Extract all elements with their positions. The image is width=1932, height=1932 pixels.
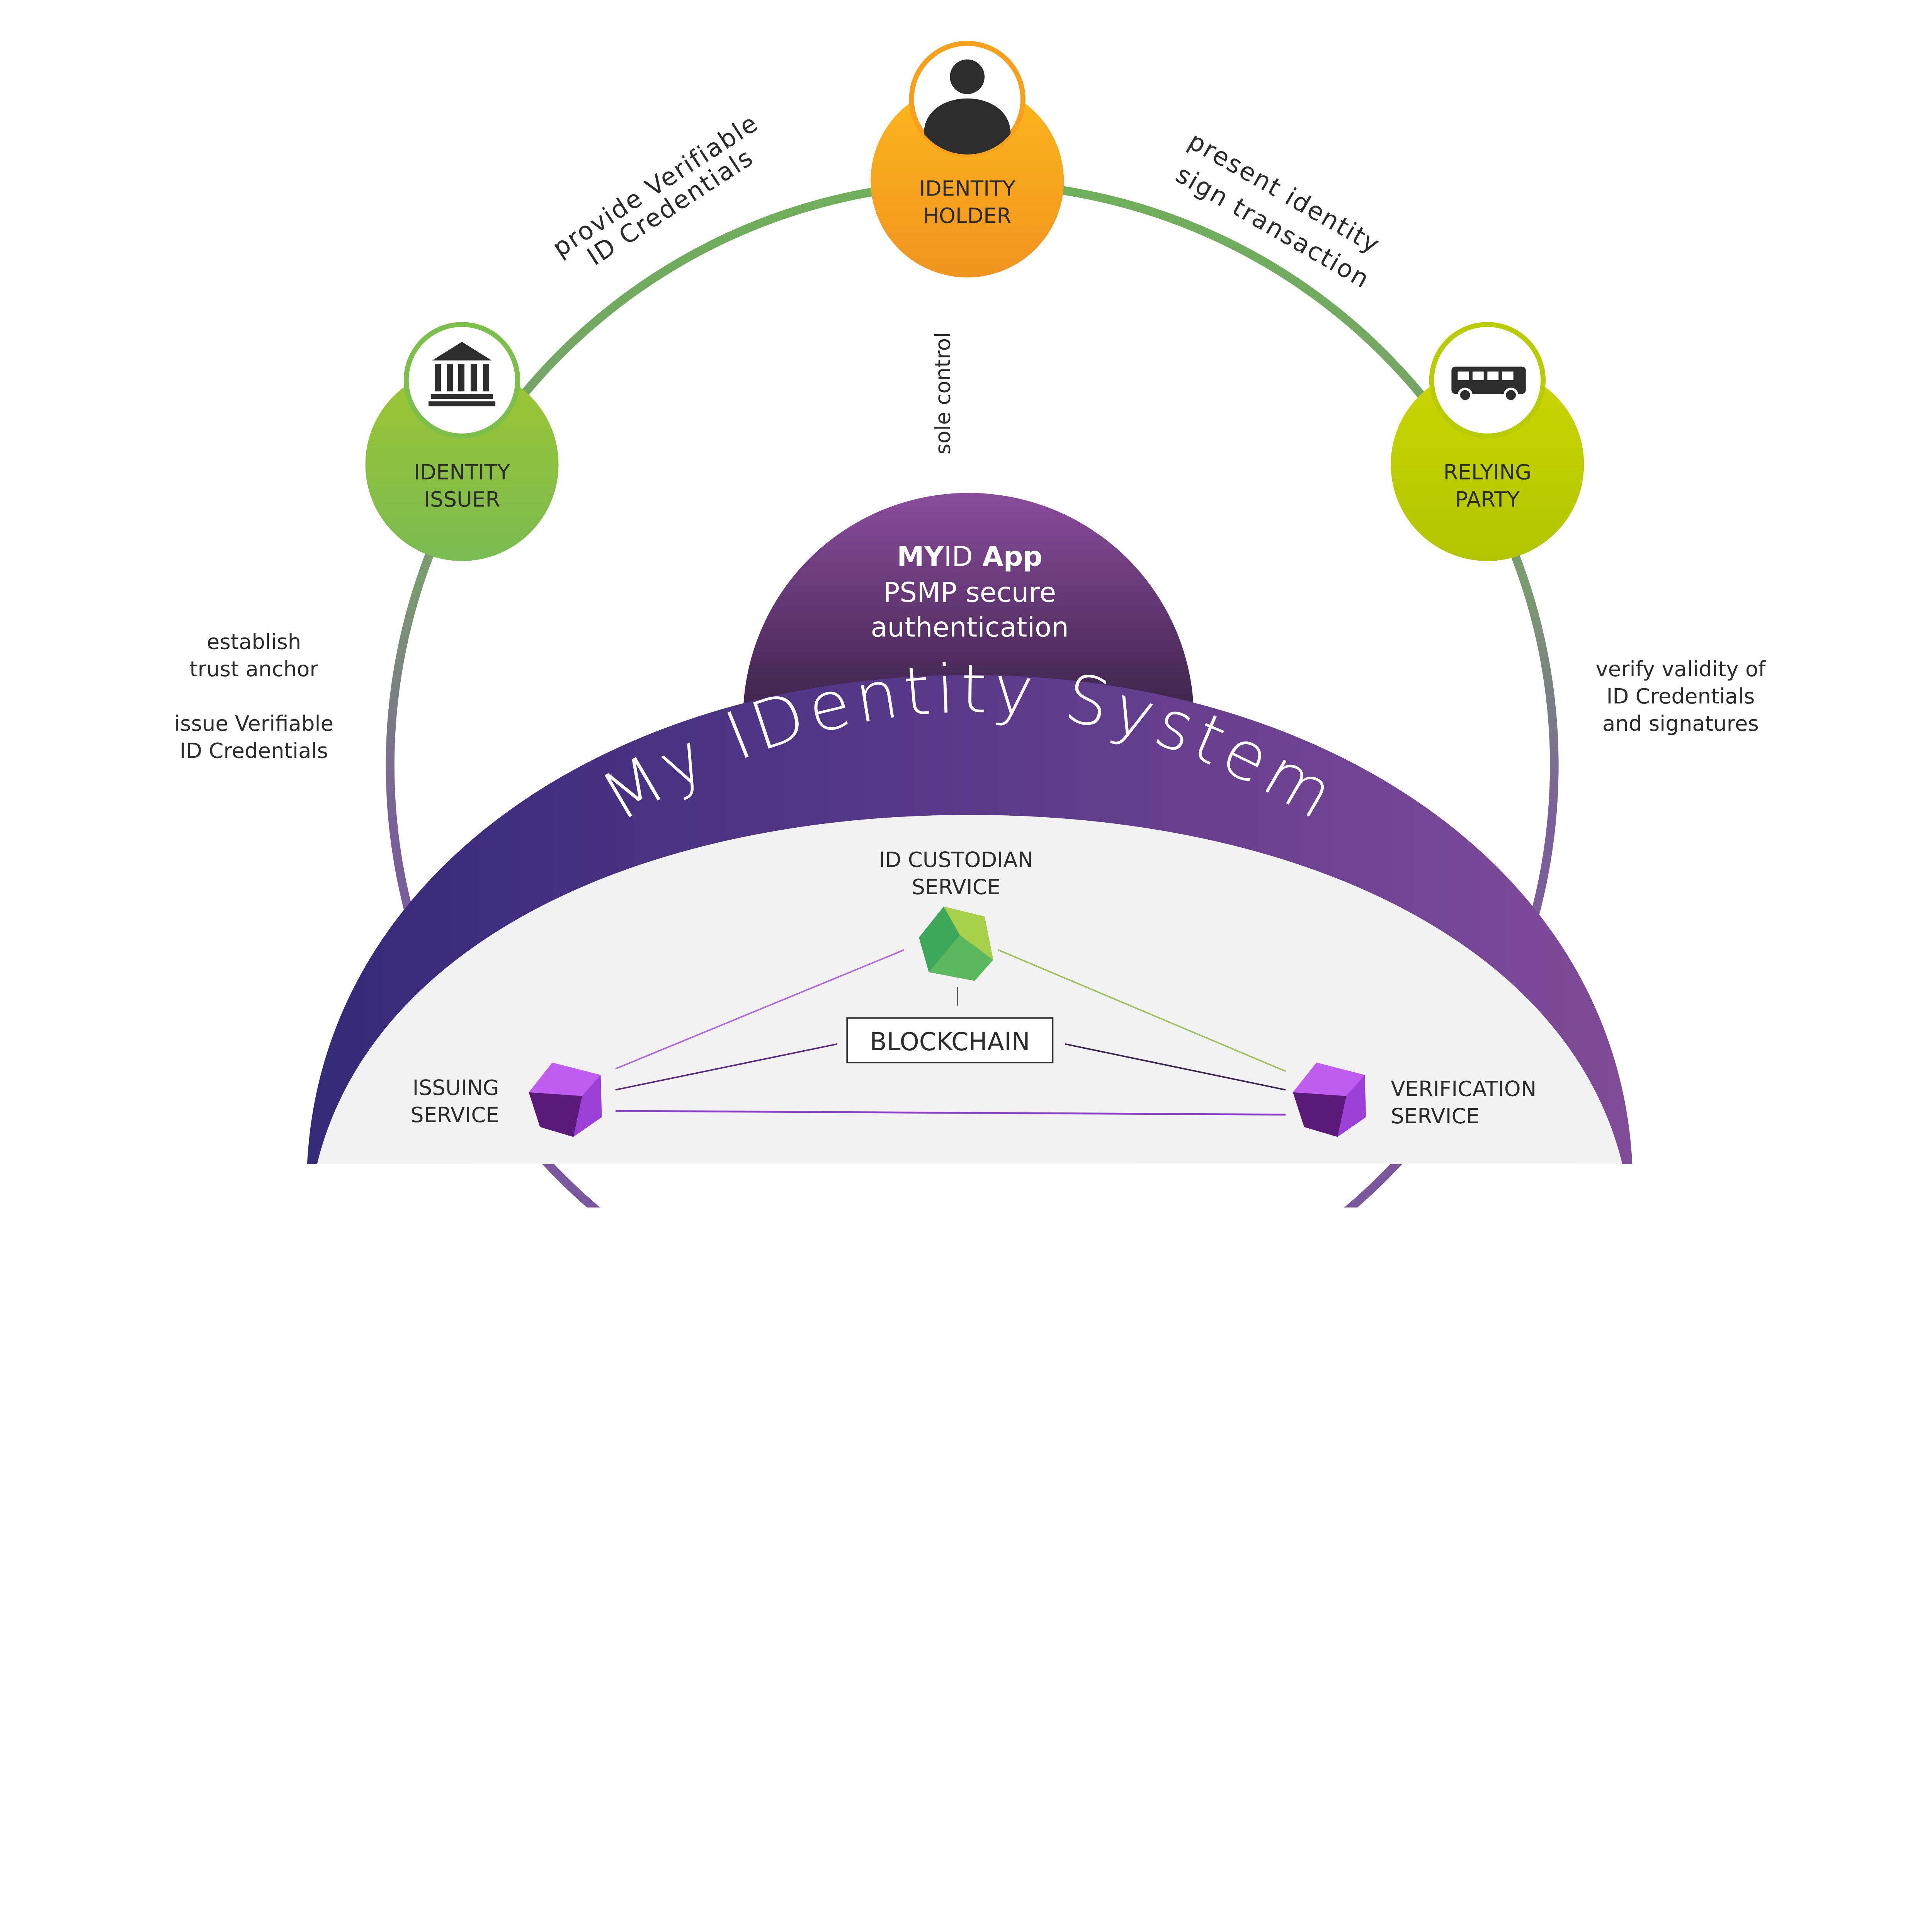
custodian-label: ID CUSTODIAN — [879, 847, 1033, 872]
svg-text:issue Verifiable: issue Verifiable — [174, 711, 333, 736]
my-identity-system-diagram: sole control MYID App PSMP secure authen… — [174, 41, 1766, 1208]
blockchain-box — [846, 1017, 1054, 1063]
identity-issuer-node[interactable]: IDENTITY ISSUER — [365, 322, 559, 561]
network-lines — [615, 949, 1286, 1116]
svg-text:trust anchor: trust anchor — [189, 656, 318, 681]
issuer-edge-labels: establish trust anchor issue Verifiable … — [174, 629, 333, 763]
svg-text:verify validity of: verify validity of — [1595, 656, 1766, 681]
bank-building-icon — [428, 342, 496, 406]
svg-text:establish: establish — [207, 629, 301, 654]
svg-text:ID Credentials: ID Credentials — [1606, 684, 1755, 709]
app-subtitle-2: authentication — [871, 611, 1069, 643]
verification-label: VERIFICATION — [1391, 1077, 1536, 1101]
issuing-label: ISSUING — [413, 1075, 499, 1100]
issuer-label: IDENTITY — [414, 459, 510, 484]
verification-gem-icon — [1293, 1063, 1366, 1137]
svg-text:and signatures: and signatures — [1602, 711, 1759, 736]
svg-text:ID Credentials: ID Credentials — [180, 738, 328, 763]
relying-label-2: PARTY — [1455, 487, 1520, 512]
sole-control-label: sole control — [930, 332, 955, 454]
relying-party-node[interactable]: RELYING PARTY — [1391, 322, 1584, 561]
app-subtitle: PSMP secure — [883, 577, 1056, 609]
person-icon — [924, 59, 1011, 155]
relying-edge-labels: verify validity of ID Credentials and si… — [1595, 656, 1766, 736]
holder-label: IDENTITY — [919, 176, 1016, 201]
app-title: MYID App — [897, 541, 1042, 573]
system-inner — [317, 815, 1622, 1164]
blockchain-label: BLOCKCHAIN — [870, 1028, 1030, 1056]
bus-icon — [1451, 366, 1526, 403]
custodian-gem-icon — [919, 906, 993, 981]
relying-label: RELYING — [1444, 459, 1532, 484]
issuer-label-2: ISSUER — [424, 487, 500, 512]
verification-label-2: SERVICE — [1391, 1104, 1480, 1128]
issuing-label-2: SERVICE — [410, 1102, 499, 1127]
identity-holder-node[interactable]: IDENTITY HOLDER — [871, 41, 1064, 277]
holder-label-2: HOLDER — [923, 203, 1011, 228]
issuing-gem-icon — [529, 1063, 602, 1137]
myid-app-dome — [743, 493, 1194, 718]
custodian-label-2: SERVICE — [912, 874, 1001, 899]
